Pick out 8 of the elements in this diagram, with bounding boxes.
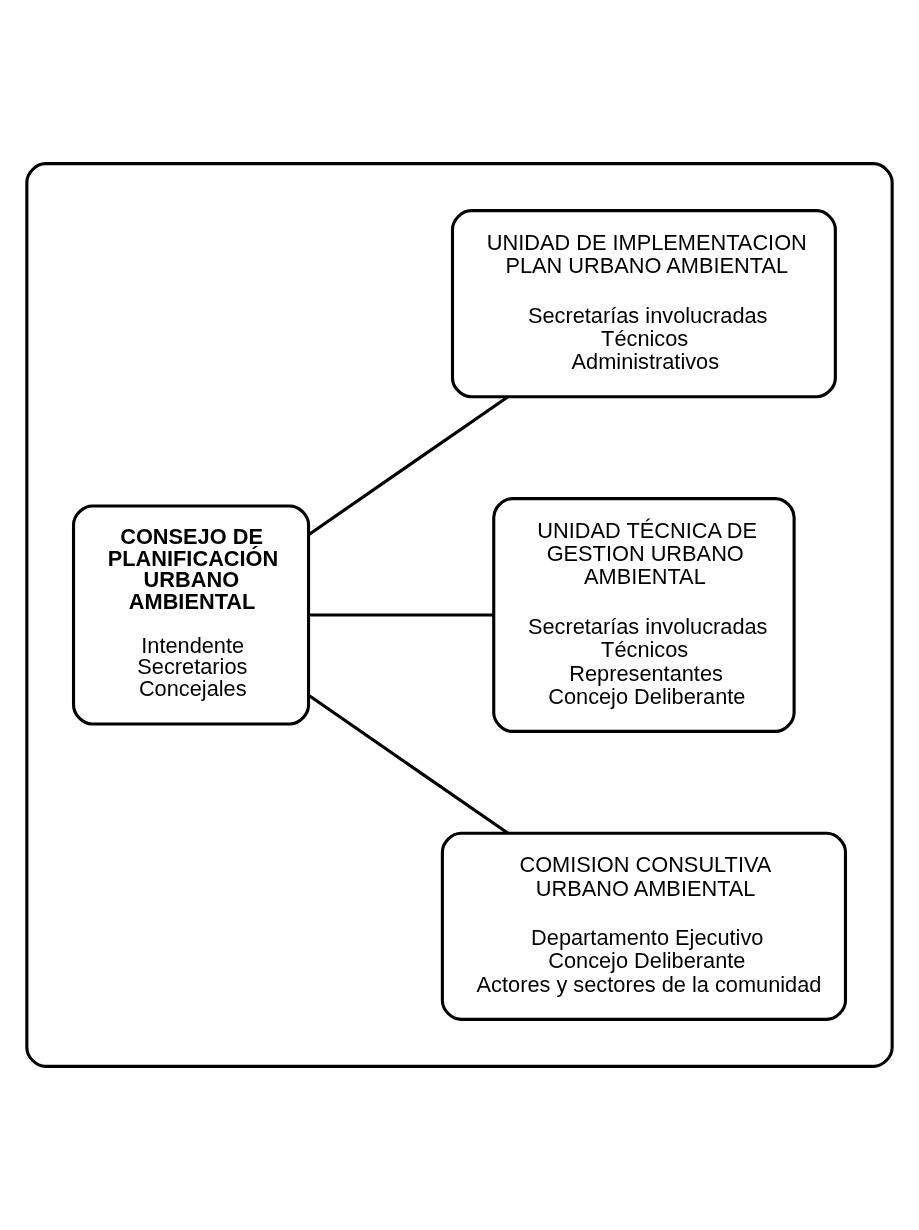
- cluster: [25, 162, 894, 1068]
- node-box: UNIDAD DE IMPLEMENTACION PLAN URBANO AMBIENTAL Secretarías involucradas Técnicos Administrativos: [450, 209, 837, 399]
- connector: [308, 694, 509, 835]
- node-box: COMISION CONSULTIVA URBANO AMBIENTAL Departamento Ejecutivo Concejo Deliberante Actores y sectores de la comunidad: [440, 831, 847, 1021]
- node-box: CONSEJO DE PLANIFICACIÓN URBANO AMBIENTAL Intendente Secretarios Concejales: [72, 504, 311, 726]
- connector: [309, 613, 494, 617]
- connector: [308, 395, 509, 536]
- node-box: UNIDAD TÉCNICA DE GESTION URBANO AMBIENTAL Secretarías involucradas Técnicos Representantes Concejo Deliberante: [492, 497, 796, 733]
